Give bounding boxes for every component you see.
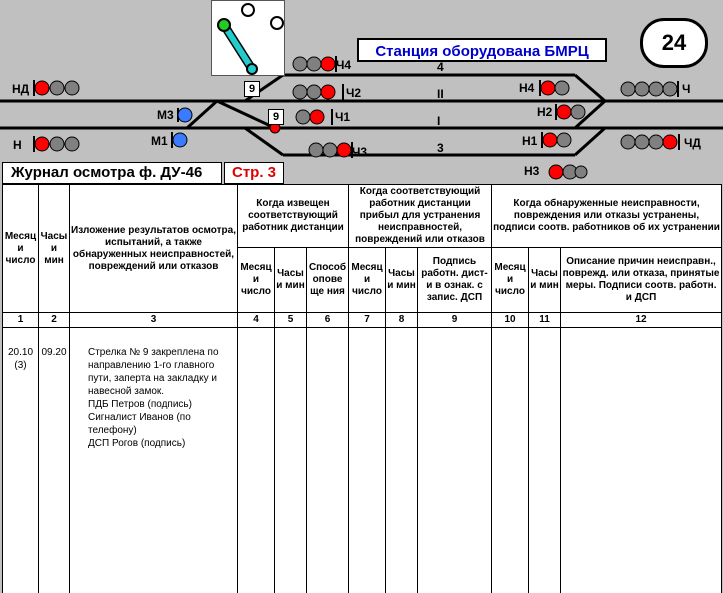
table-cell — [560, 327, 723, 593]
track-label-4: 4 — [437, 60, 444, 74]
signal-label-CH4: Ч4 — [336, 58, 352, 72]
table-cell — [305, 327, 350, 593]
signal-label-M3: М3 — [157, 108, 174, 122]
header-description: Изложение результатов осмотра, испытаний… — [69, 184, 238, 313]
entry-line: Стрелка № 9 закреплена по направлению 1-… — [88, 347, 219, 397]
signal-N — [33, 136, 80, 152]
column-number: 10 — [491, 312, 530, 328]
page-number-badge: 24 — [640, 18, 708, 68]
signal-CHD — [620, 134, 680, 150]
signal-label-CHD: ЧД — [684, 136, 701, 150]
column-number: 8 — [385, 312, 419, 328]
header-arrived-group: Когда соответствующий работник дистанции… — [348, 184, 493, 248]
track-crossover-switch9 — [216, 99, 276, 130]
signal-label-N2: Н2 — [537, 105, 553, 119]
track-label-II: II — [437, 87, 444, 101]
track-crossover-left — [185, 99, 219, 130]
header-fixed-hours: Часы и мин — [528, 247, 562, 313]
signal-ND — [33, 80, 80, 96]
signal-label-N1: Н1 — [522, 134, 538, 148]
table-cell — [385, 327, 419, 593]
entry-line: Сигналист Иванов (по телефону) — [88, 412, 191, 436]
signal-CH3 — [308, 142, 353, 158]
table-cell — [237, 327, 275, 593]
track-connector-right-bottom — [573, 126, 607, 157]
entry-date: 20.10 (3) — [2, 327, 39, 593]
table-cell — [348, 327, 387, 593]
column-number: 9 — [417, 312, 493, 328]
header-hours-min: Часы и мин — [38, 184, 70, 313]
signal-label-N3: Н3 — [524, 164, 540, 178]
column-number: 12 — [560, 312, 723, 328]
column-number: 2 — [38, 312, 70, 328]
signal-label-CH3: Ч3 — [352, 145, 368, 159]
track-scheme: 4 II I 3 — [0, 56, 723, 158]
switch-number-box-track: 9 — [268, 109, 284, 125]
signal-CH4 — [292, 56, 337, 72]
signal-N4 — [539, 80, 570, 96]
signal-M1 — [171, 132, 188, 148]
header-notified-hours: Часы и мин — [274, 247, 307, 313]
column-number: 3 — [69, 312, 238, 328]
table-row: 20.10 (3) 09.20 Стрелка № 9 закреплена п… — [2, 327, 723, 593]
table-cell — [274, 327, 307, 593]
signal-CH — [620, 81, 679, 97]
header-fixed-month: Месяц и число — [491, 247, 530, 313]
header-arrived-month: Месяц и число — [348, 247, 387, 313]
table-cell — [528, 327, 562, 593]
column-number: 7 — [348, 312, 387, 328]
entry-line: ДСП Рогов (подпись) — [88, 438, 186, 449]
header-notified-group: Когда извещен соответствующий работник д… — [236, 184, 350, 248]
switch-lever-icon — [217, 3, 284, 75]
column-number: 6 — [305, 312, 350, 328]
entry-description: Стрелка № 9 закреплена по направлению 1-… — [69, 327, 238, 593]
track-label-3: 3 — [437, 141, 444, 155]
switch-number-box: 9 — [244, 81, 260, 97]
journal-page-number: Стр. 3 — [224, 162, 284, 184]
signal-label-CH1: Ч1 — [335, 110, 351, 124]
entry-line: ПДБ Петров (подпись) — [88, 399, 192, 410]
header-fixed-description: Описание причин неисправн., поврежд. или… — [560, 247, 723, 313]
table-cell — [491, 327, 530, 593]
header-notified-method: Способ опове ще ния — [305, 247, 350, 313]
signal-label-CH2: Ч2 — [346, 86, 362, 100]
journal-title: Журнал осмотра ф. ДУ-46 — [2, 162, 222, 184]
signal-CH2 — [292, 84, 344, 100]
table-cell — [417, 327, 493, 593]
header-notified-month: Месяц и число — [237, 247, 275, 313]
signal-N1 — [541, 132, 572, 148]
station-title: Станция оборудована БМРЦ — [357, 38, 607, 62]
track-label-I: I — [437, 114, 440, 128]
header-arrived-hours: Часы и мин — [385, 247, 419, 313]
journal-table: Месяц и число Часы и мин Изложение резул… — [2, 184, 723, 593]
signal-N2 — [555, 104, 586, 120]
signal-M3 — [177, 107, 193, 123]
signal-label-N4: Н4 — [519, 81, 535, 95]
signal-N3-lights — [548, 164, 588, 180]
signal-label-M1: М1 — [151, 134, 168, 148]
signal-label-ND: НД — [12, 82, 30, 96]
column-number: 5 — [274, 312, 307, 328]
signal-CH1 — [295, 109, 333, 125]
header-month-day: Месяц и число — [2, 184, 39, 313]
header-fixed-group: Когда обнаруженные неисправности, повреж… — [491, 184, 723, 248]
column-number: 1 — [2, 312, 39, 328]
track-crossover-right — [573, 99, 607, 130]
entry-time: 09.20 — [38, 327, 70, 593]
track-connector-right-top — [574, 73, 606, 103]
switch-9-panel[interactable] — [211, 0, 285, 76]
column-number: 11 — [528, 312, 562, 328]
track-lines — [0, 73, 723, 157]
column-number: 4 — [237, 312, 275, 328]
track-connector-left-bottom — [244, 126, 284, 157]
signal-label-CH: Ч — [682, 82, 691, 96]
signal-label-N: Н — [13, 138, 22, 152]
header-arrived-signature: Подпись работн. дист-и в ознак. с запис.… — [417, 247, 493, 313]
